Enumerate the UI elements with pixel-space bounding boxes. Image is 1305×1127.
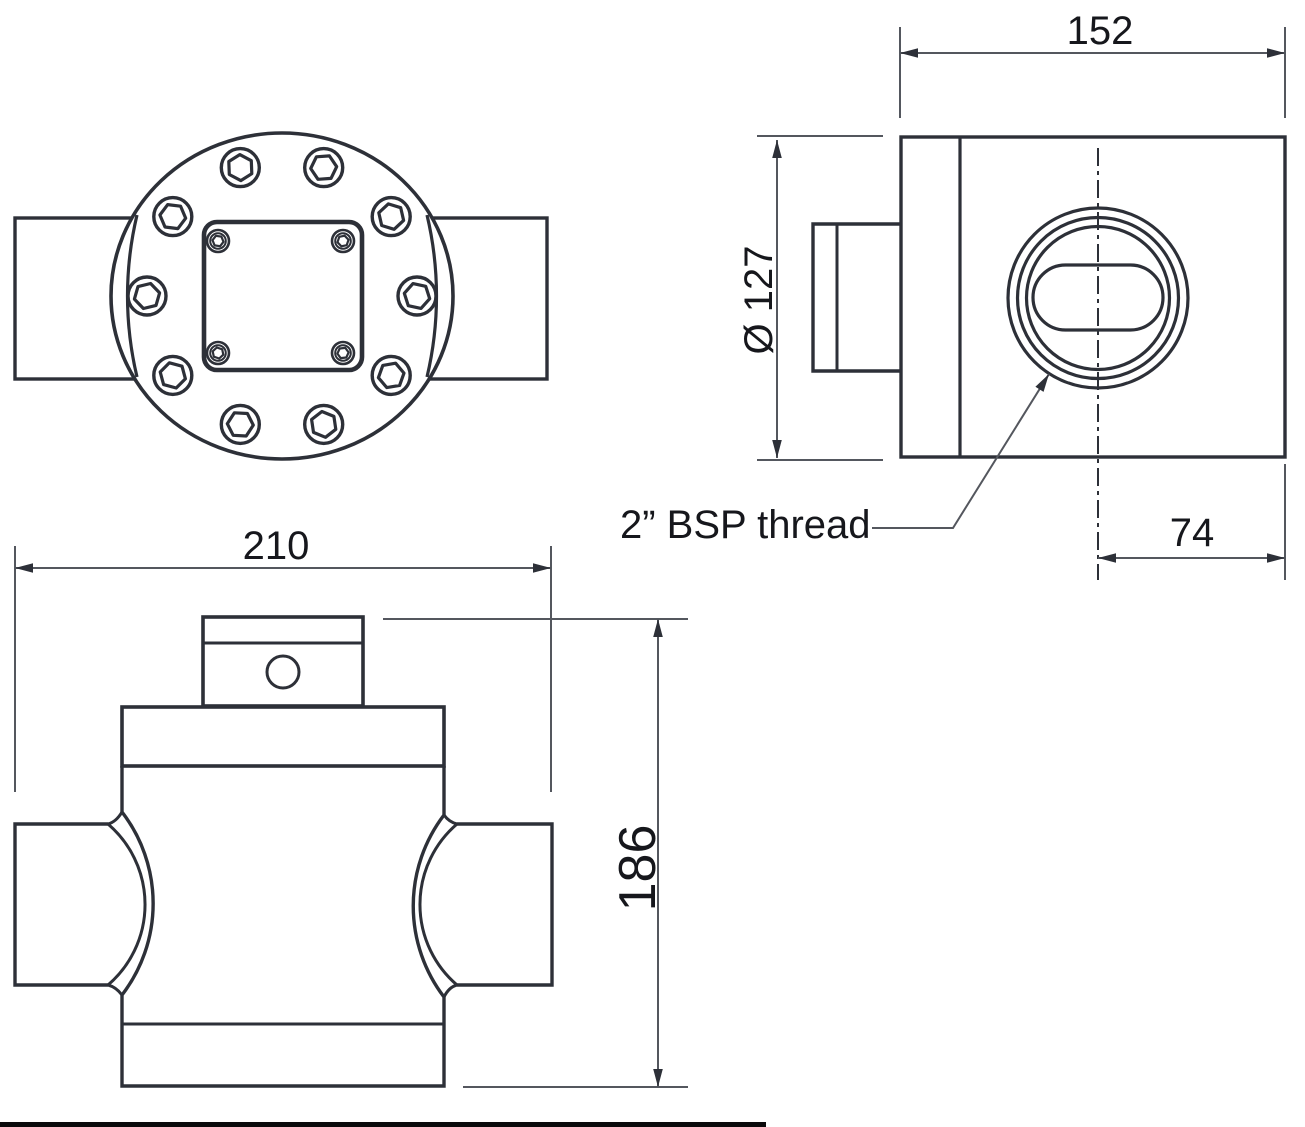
pipe-socket-right	[418, 814, 458, 998]
flange-bolt-icon	[370, 354, 412, 397]
right-pipe	[457, 822, 554, 987]
top-cap	[201, 615, 365, 708]
footer-bar	[0, 1122, 766, 1127]
body-outline	[120, 766, 446, 1088]
flange-bolt-icon	[396, 275, 438, 317]
flange-top-view	[13, 131, 549, 461]
flange-bolt-icon	[303, 403, 345, 446]
mounting-plate	[201, 219, 365, 373]
dimension-152: 152	[899, 9, 1286, 118]
inlet-pipe	[811, 222, 901, 373]
leader-line	[872, 373, 1050, 529]
dimension-value: 152	[1067, 9, 1134, 53]
plate-bolt-icon	[330, 228, 356, 254]
thread-label: 2” BSP thread	[620, 503, 871, 547]
dimension-value: Ø 127	[737, 246, 781, 355]
side-view	[811, 135, 1287, 580]
front-view	[13, 615, 554, 1088]
dimension-210: 210	[14, 524, 552, 792]
flange-bolt-icon	[126, 275, 168, 317]
plate-bolt-icon	[205, 340, 231, 366]
dimension-value: 186	[609, 825, 667, 912]
left-pipe	[13, 822, 108, 987]
dimension-value: 210	[243, 524, 310, 568]
bonnet-flange	[120, 705, 446, 768]
flange-bolt-icon	[219, 403, 262, 446]
pipe-socket-left	[107, 811, 147, 996]
flange-bolt-icon	[152, 354, 194, 397]
plate-bolt-icon	[330, 340, 356, 366]
thread-annotation: 2” BSP thread	[620, 373, 1050, 547]
dimension-186: 186	[383, 618, 688, 1088]
body	[899, 135, 1287, 459]
dimension-diameter-127: Ø 127	[737, 135, 883, 461]
flange-bolt-icon	[219, 146, 262, 189]
plate-bolt-icon	[205, 228, 231, 254]
flange-bolt-icon	[152, 195, 194, 238]
dimension-value: 74	[1170, 511, 1215, 555]
flange-bolt-icon	[370, 195, 412, 238]
flange-bolt-icon	[303, 146, 345, 189]
dimension-74: 74	[1098, 464, 1286, 580]
cap-hole	[265, 654, 301, 690]
thread-bore	[1031, 263, 1165, 332]
